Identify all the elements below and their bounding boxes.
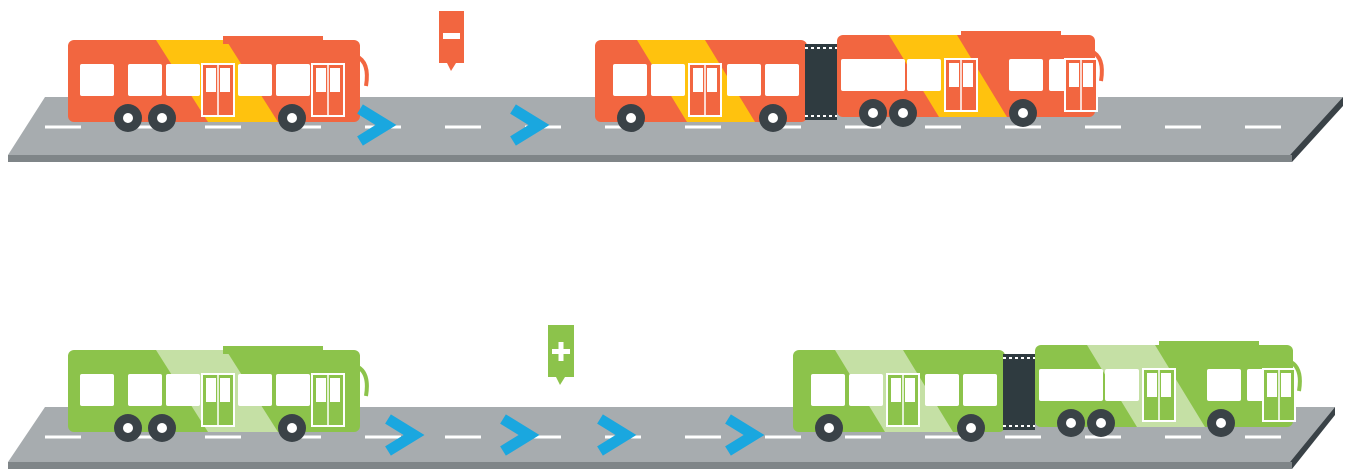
- minus-badge: [439, 11, 464, 71]
- bus-window: [80, 64, 114, 96]
- articulated-bus-top: [595, 31, 1104, 132]
- bus-window: [907, 59, 941, 91]
- bus-door: [201, 373, 235, 427]
- bus-window: [651, 64, 685, 96]
- lane-dash: [1245, 125, 1281, 129]
- bus-door: [1064, 58, 1098, 112]
- bus-window: [727, 64, 761, 96]
- lane-dash: [925, 125, 961, 129]
- lane-dash: [525, 435, 561, 439]
- lane-dash: [1085, 125, 1121, 129]
- lane-dash: [925, 435, 961, 439]
- lane-dashes-bottom: [45, 435, 1281, 439]
- bus-window: [80, 374, 114, 406]
- bus-door: [1262, 368, 1296, 422]
- lane-dash: [285, 125, 321, 129]
- road-top-side: [1290, 97, 1343, 162]
- bus-roof: [223, 346, 323, 354]
- bus-door: [201, 63, 235, 117]
- lane-dash: [125, 435, 161, 439]
- bus-door: [688, 63, 722, 117]
- bus-mirror: [1288, 359, 1302, 392]
- bus-window: [613, 64, 647, 96]
- plus-badge: [548, 325, 574, 385]
- bus-window: [963, 374, 997, 406]
- articulated-bus-bottom: [793, 341, 1302, 442]
- direction-arrow-icon: [510, 104, 550, 146]
- bus-window: [925, 374, 959, 406]
- road-bottom-edge: [8, 462, 1292, 469]
- single-bus-top: [68, 36, 369, 132]
- road-bottom-side: [1290, 407, 1335, 469]
- plus-badge-pointer: [556, 377, 565, 385]
- lane-dash: [1165, 125, 1201, 129]
- bus-roof: [961, 31, 1061, 39]
- bus-window: [128, 64, 162, 96]
- bus-door: [311, 63, 345, 117]
- bus-window: [276, 374, 310, 406]
- lane-dash: [285, 435, 321, 439]
- bus-door: [311, 373, 345, 427]
- lane-dash: [205, 435, 241, 439]
- direction-arrow-icon: [597, 414, 637, 456]
- lane-dash: [445, 435, 481, 439]
- bus-mirror: [355, 54, 369, 87]
- bus-window: [238, 64, 272, 96]
- lane-dash: [765, 435, 801, 439]
- bus-window: [849, 374, 883, 406]
- bus-window: [1207, 369, 1241, 401]
- direction-arrow-icon: [385, 414, 425, 456]
- bus-window: [128, 374, 162, 406]
- bus-door: [1142, 368, 1176, 422]
- direction-arrow-icon: [500, 414, 540, 456]
- lane-dash: [205, 125, 241, 129]
- bus-window: [841, 59, 875, 91]
- bus-mirror: [1090, 49, 1104, 82]
- bus-window: [811, 374, 845, 406]
- bus-window: [1009, 59, 1043, 91]
- lane-dash: [45, 435, 81, 439]
- bus-window: [871, 59, 905, 91]
- bus-joint-bottom: [1003, 354, 1035, 430]
- top-row: [8, 11, 1343, 162]
- bus-window: [238, 374, 272, 406]
- lane-dash: [125, 125, 161, 129]
- lane-dash: [845, 125, 881, 129]
- bus-mirror: [355, 364, 369, 397]
- lane-dash: [685, 435, 721, 439]
- bus-roof: [223, 36, 323, 44]
- single-bus-bottom: [68, 346, 369, 442]
- plus-icon-v: [558, 342, 564, 361]
- bus-window: [1039, 369, 1073, 401]
- bus-window: [765, 64, 799, 96]
- direction-arrow-icon: [725, 414, 765, 456]
- minus-badge-pointer: [447, 63, 456, 71]
- bus-window: [1105, 369, 1139, 401]
- arrows-bottom: [385, 414, 765, 456]
- lane-dash: [845, 435, 881, 439]
- bus-window: [276, 64, 310, 96]
- bus-window: [166, 374, 200, 406]
- bus-door: [944, 58, 978, 112]
- bus-joint-top: [805, 44, 837, 120]
- lane-dash: [365, 435, 401, 439]
- lane-dash: [45, 125, 81, 129]
- bus-window: [166, 64, 200, 96]
- lane-dash: [1005, 435, 1041, 439]
- lane-dash: [1245, 435, 1281, 439]
- lane-dash: [1085, 435, 1121, 439]
- direction-arrow-icon: [357, 104, 397, 146]
- bus-door: [886, 373, 920, 427]
- bus-roof: [1159, 341, 1259, 349]
- minus-icon: [443, 33, 460, 39]
- bottom-row: [8, 325, 1335, 469]
- bus-window: [1069, 369, 1103, 401]
- arrows-top: [357, 104, 550, 146]
- road-top-edge: [8, 155, 1292, 162]
- lane-dash: [685, 125, 721, 129]
- lane-dash: [445, 125, 481, 129]
- lane-dash: [1165, 435, 1201, 439]
